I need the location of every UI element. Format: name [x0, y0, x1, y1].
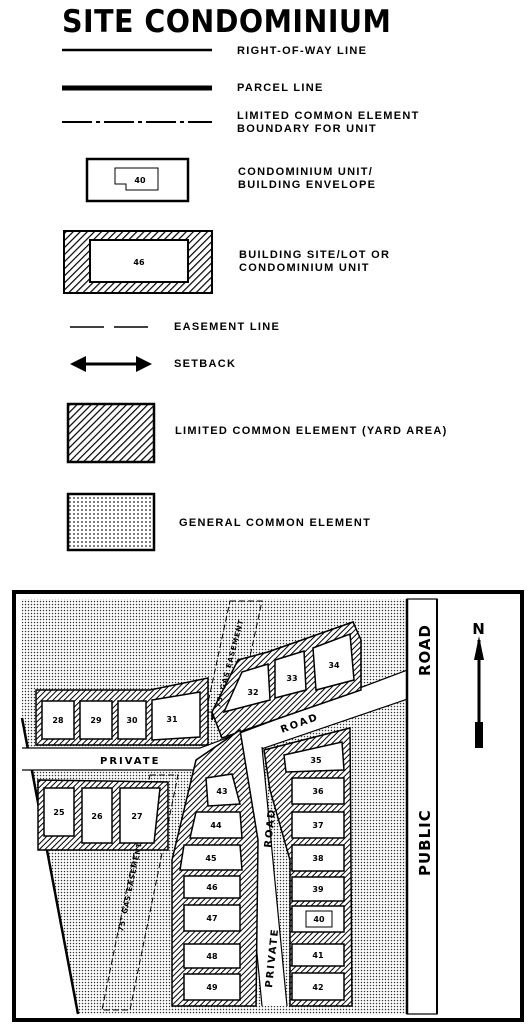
legend-gce-label: GENERAL COMMON ELEMENT: [179, 517, 372, 529]
right-road-label: ROAD: [416, 624, 434, 676]
unit-27-label: 27: [131, 812, 142, 821]
unit-41-box: [291, 943, 345, 967]
unit-45-label: 45: [205, 854, 217, 863]
setback-arrow-symbol: [70, 356, 152, 372]
legend-symbols: 40 46: [62, 48, 213, 552]
unit-25-box: [43, 787, 75, 837]
unit-48-label: 48: [206, 952, 218, 961]
unit-46-label: 46: [206, 883, 218, 892]
unit-36-box: [291, 777, 345, 805]
unit-32-box: [222, 663, 271, 714]
unit-33-box: [274, 649, 307, 699]
unit-38-label: 38: [312, 854, 324, 863]
legend-easement-label: EASEMENT LINE: [174, 321, 281, 333]
public-road-strip: [406, 598, 438, 1015]
unit-43-box: [205, 773, 241, 807]
unit-30-box: [117, 700, 147, 740]
unit-45-box: [179, 844, 243, 871]
unit-41-label: 41: [312, 951, 324, 960]
legend-lce-yard-label: LIMITED COMMON ELEMENT (YARD AREA): [175, 425, 448, 437]
unit-26-label: 26: [91, 812, 103, 821]
gce-symbol: [66, 492, 156, 552]
unit-envelope-symbol: [85, 157, 190, 203]
unit-36-label: 36: [312, 787, 324, 796]
unit-49-label: 49: [206, 983, 218, 992]
unit-46-box: [183, 875, 241, 899]
unit-40-label: 40: [313, 915, 325, 924]
unit-33-label: 33: [286, 674, 297, 683]
gas-easement-lower: [101, 774, 179, 1011]
building-site-symbol: [63, 230, 213, 294]
unit-28-label: 28: [52, 716, 64, 725]
unit-28-box: [41, 700, 75, 740]
legend-building-site-label: BUILDING SITE/LOT OR CONDOMINIUM UNIT: [239, 249, 391, 274]
page-title: SITE CONDOMINIUM: [62, 4, 392, 40]
unit-26-box: [81, 787, 113, 844]
unit-30-label: 30: [126, 716, 138, 725]
unit-35-label: 35: [310, 756, 322, 765]
private-road-label: PRIVATE: [100, 756, 160, 767]
unit-42-box: [291, 972, 345, 1001]
unit-31-box: [151, 691, 201, 741]
legend-row-label: RIGHT-OF-WAY LINE: [237, 45, 368, 57]
unit-35-box: [283, 741, 345, 773]
unit-32-label: 32: [247, 688, 258, 697]
unit-27-box: [119, 787, 161, 844]
unit-37-box: [291, 811, 345, 839]
unit-40-envelope: [305, 910, 333, 928]
public-label: PUBLIC: [416, 809, 434, 876]
unit-44-label: 44: [210, 821, 222, 830]
north-label: N: [472, 620, 486, 638]
unit-39-label: 39: [312, 885, 324, 894]
north-arrow-icon: [474, 636, 484, 748]
unit-31-label: 31: [166, 715, 178, 724]
legend-lce-boundary-label: LIMITED COMMON ELEMENT BOUNDARY FOR UNIT: [237, 110, 420, 135]
unit-47-label: 47: [206, 914, 217, 923]
unit-44-box: [189, 811, 243, 839]
unit-39-box: [291, 876, 345, 902]
unit-38-box: [291, 844, 345, 872]
legend-unit-envelope-label: CONDOMINIUM UNIT/ BUILDING ENVELOPE: [238, 166, 377, 191]
unit-48-box: [183, 943, 241, 969]
lce-yard-symbol: [66, 402, 156, 464]
unit-29-box: [79, 700, 113, 740]
unit-42-label: 42: [312, 983, 323, 992]
condo-units: [41, 632, 355, 1001]
unit-47-box: [183, 904, 241, 932]
vertical-road-label: ROAD: [263, 807, 278, 848]
legend-parcel-label: PARCEL LINE: [237, 82, 324, 94]
building-site-sample-label: 46: [133, 258, 145, 267]
unit-envelope-sample-label: 40: [134, 176, 146, 185]
unit-29-label: 29: [90, 716, 102, 725]
legend-setback-label: SETBACK: [174, 358, 237, 370]
unit-34-box: [312, 632, 355, 691]
unit-43-label: 43: [216, 787, 227, 796]
unit-34-label: 34: [328, 661, 340, 670]
unit-25-label: 25: [53, 808, 65, 817]
unit-37-label: 37: [312, 821, 323, 830]
unit-49-box: [183, 973, 241, 1001]
